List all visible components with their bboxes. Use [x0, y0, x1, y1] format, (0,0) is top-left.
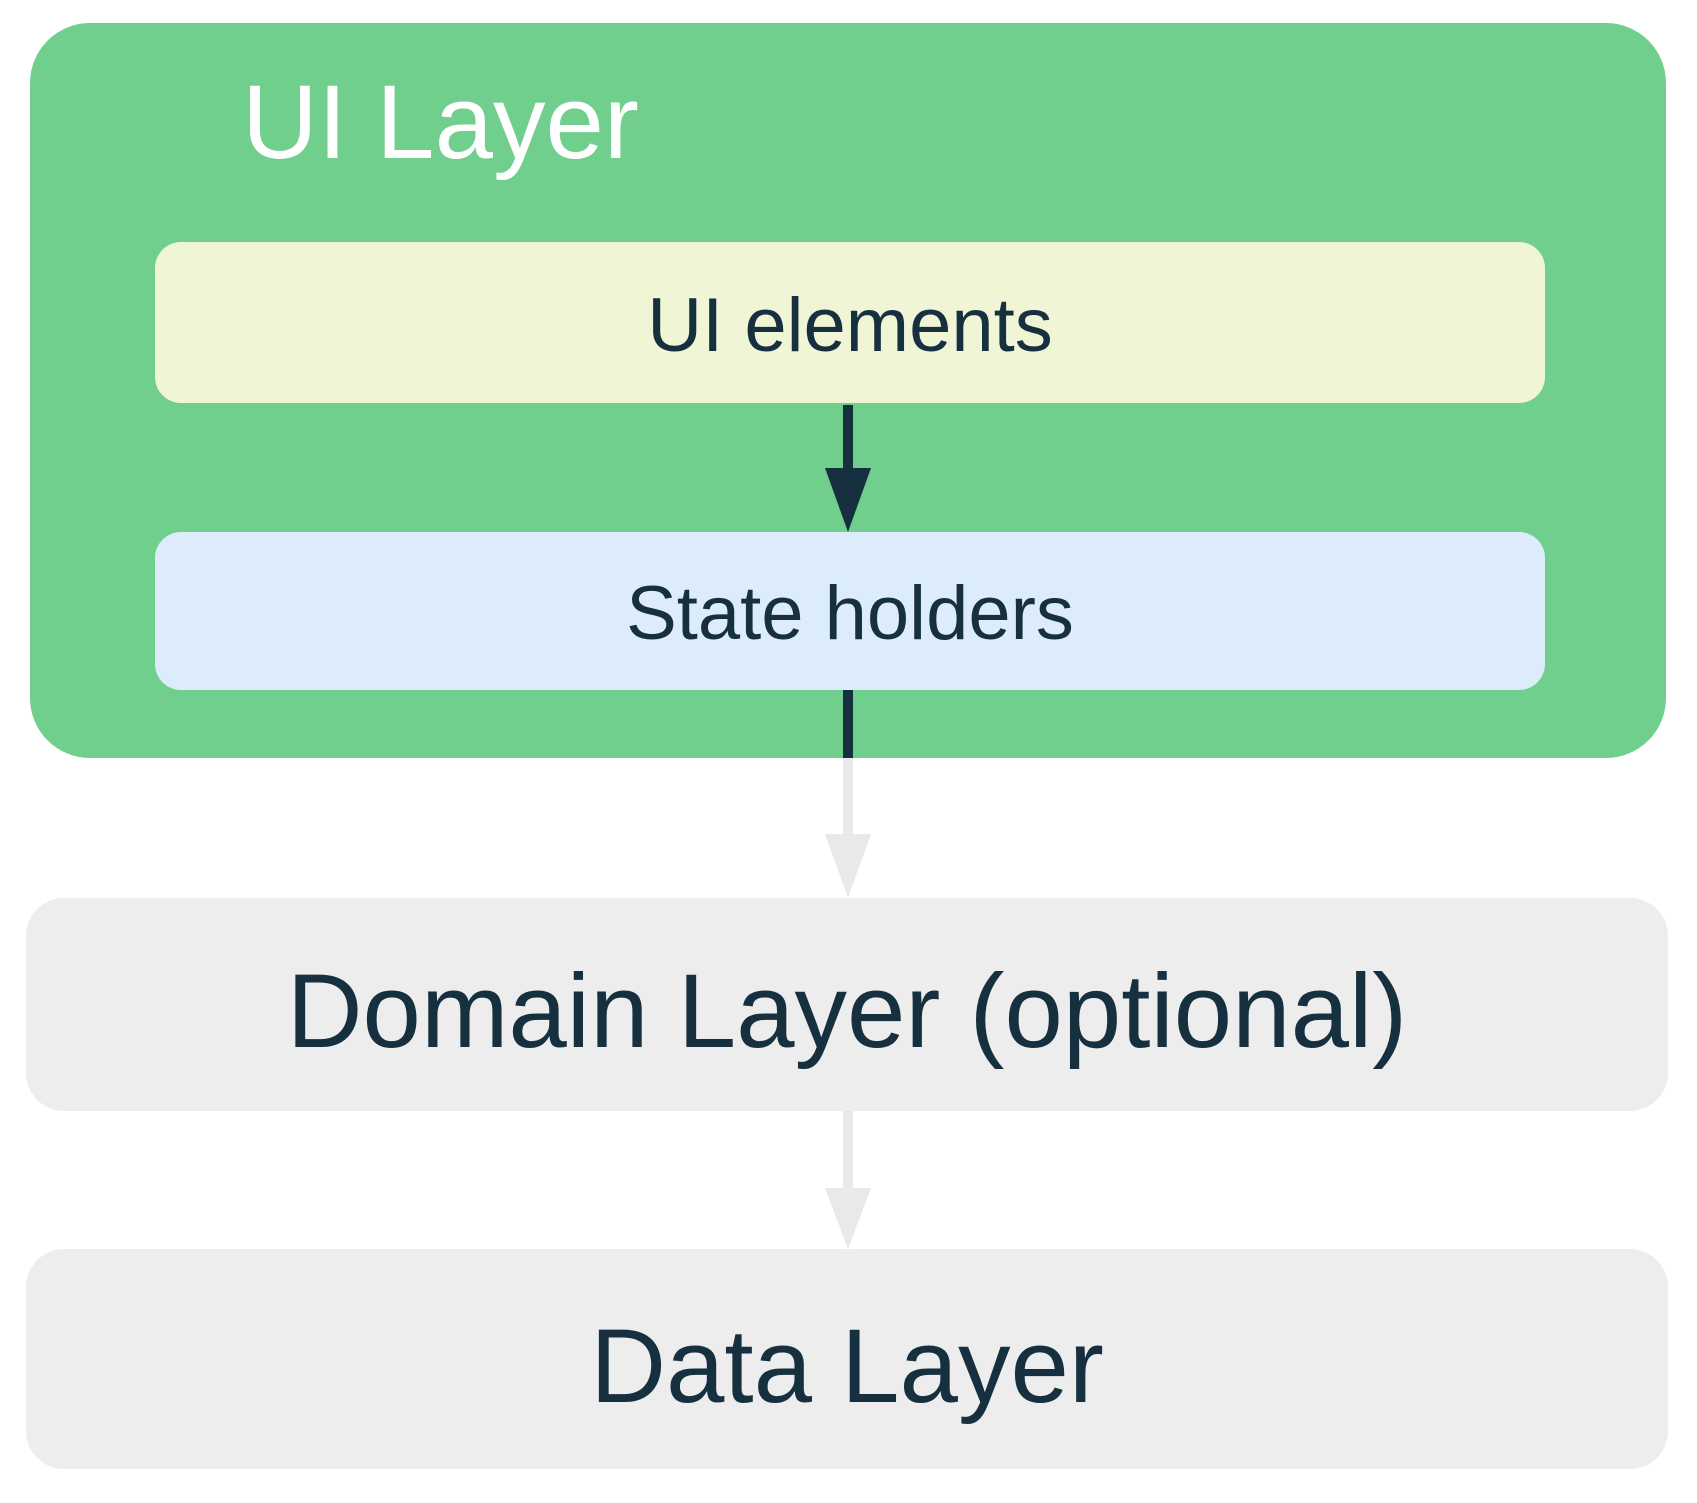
- ui-layer-title: UI Layer: [242, 64, 639, 181]
- arrow-state-holders-to-domain-dark-segment: [843, 690, 853, 758]
- ui-elements-box: UI elements: [155, 242, 1545, 403]
- ui-elements-label: UI elements: [647, 282, 1053, 368]
- ui-layer-container: UI Layer UI elements State holders: [30, 23, 1666, 758]
- domain-layer-box: Domain Layer (optional): [26, 898, 1668, 1111]
- arrow-domain-to-data-head-icon: [825, 1188, 871, 1249]
- arrow-state-holders-to-domain-light-segment: [843, 758, 853, 835]
- data-layer-box: Data Layer: [26, 1249, 1668, 1469]
- arrow-state-holders-to-domain-head-icon: [825, 834, 871, 898]
- arrow-ui-elements-to-state-holders-head-icon: [825, 468, 871, 532]
- arrow-domain-to-data-line: [843, 1111, 853, 1188]
- data-layer-label: Data Layer: [590, 1307, 1104, 1425]
- state-holders-box: State holders: [155, 532, 1545, 690]
- state-holders-label: State holders: [626, 571, 1074, 656]
- arrow-ui-elements-to-state-holders-line: [843, 405, 853, 468]
- domain-layer-label: Domain Layer (optional): [286, 953, 1408, 1070]
